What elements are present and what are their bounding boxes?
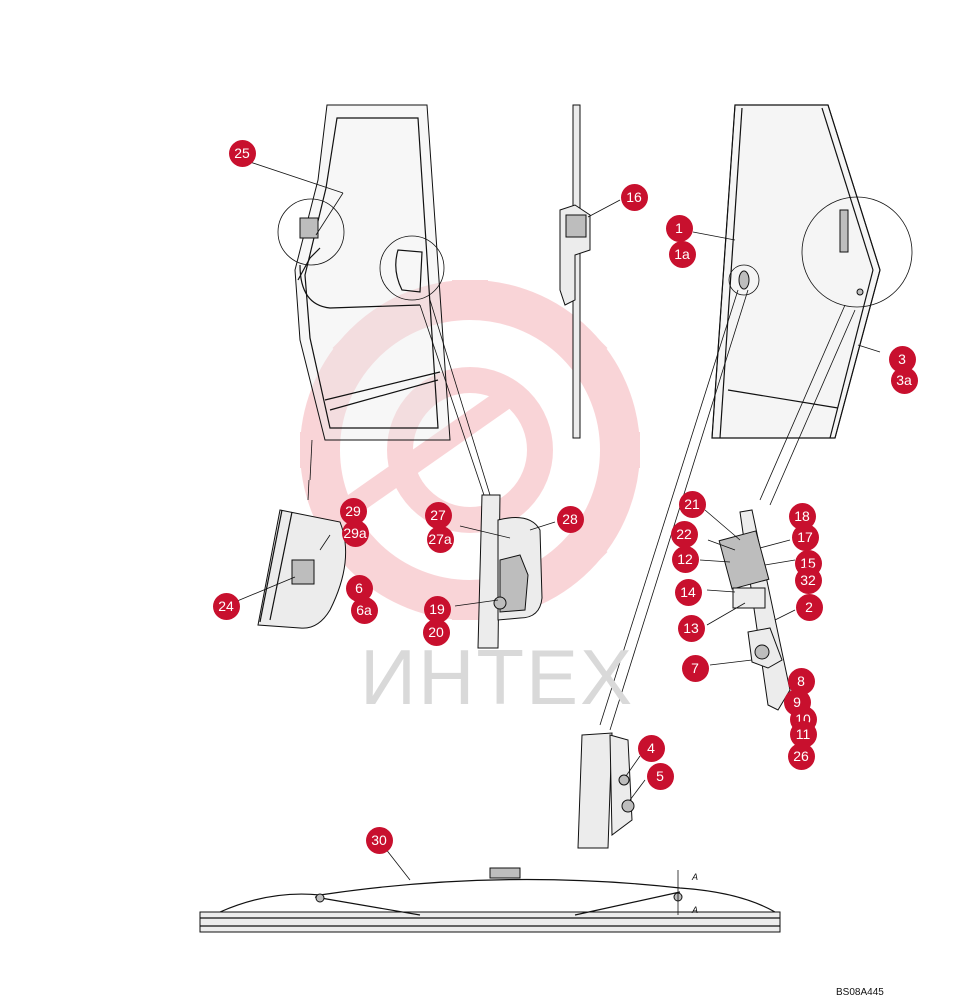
callout-21[interactable]: 21: [678, 490, 706, 518]
callout-12[interactable]: 12: [671, 545, 699, 573]
callout-30[interactable]: 30: [365, 826, 393, 854]
door-panel-view: [599, 104, 913, 731]
callout-14[interactable]: 14: [674, 578, 702, 606]
watermark-gear: [300, 280, 640, 620]
callout-7[interactable]: 7: [681, 654, 709, 682]
callout-16[interactable]: 16: [620, 183, 648, 211]
callout-29a[interactable]: 29a: [341, 519, 369, 547]
callout-5[interactable]: 5: [646, 762, 674, 790]
watermark-text: ИНТЕХ: [360, 633, 635, 721]
callout-27a[interactable]: 27a: [426, 525, 454, 553]
door-edge-view: [559, 104, 621, 439]
callout-13[interactable]: 13: [677, 614, 705, 642]
callout-22[interactable]: 22: [670, 520, 698, 548]
section-mark-a-bottom: A: [692, 905, 699, 915]
callout-17[interactable]: 17: [791, 523, 819, 551]
callout-6a[interactable]: 6a: [350, 596, 378, 624]
callout-26[interactable]: 26: [787, 742, 815, 770]
drawing-code: BS08A445: [836, 987, 884, 998]
callout-24[interactable]: 24: [212, 592, 240, 620]
callout-29[interactable]: 29: [339, 497, 367, 525]
callout-1a[interactable]: 1a: [668, 240, 696, 268]
handle-assembly-left: [229, 509, 347, 629]
handle-assembly-center: [454, 494, 556, 649]
callout-3a[interactable]: 3a: [890, 366, 918, 394]
callout-27[interactable]: 27: [424, 501, 452, 529]
callout-1[interactable]: 1: [665, 214, 693, 242]
callout-20[interactable]: 20: [422, 618, 450, 646]
callout-28[interactable]: 28: [556, 505, 584, 533]
callout-19[interactable]: 19: [423, 595, 451, 623]
lock-mechanism: [699, 509, 796, 711]
callout-2[interactable]: 2: [795, 593, 823, 621]
callout-32[interactable]: 32: [794, 566, 822, 594]
door-frame-view: [243, 104, 491, 501]
section-mark-a-top: A: [692, 872, 699, 882]
callout-4[interactable]: 4: [637, 734, 665, 762]
callout-25[interactable]: 25: [228, 139, 256, 167]
latch-detail: [577, 732, 646, 849]
wiper-assembly: [199, 847, 781, 933]
